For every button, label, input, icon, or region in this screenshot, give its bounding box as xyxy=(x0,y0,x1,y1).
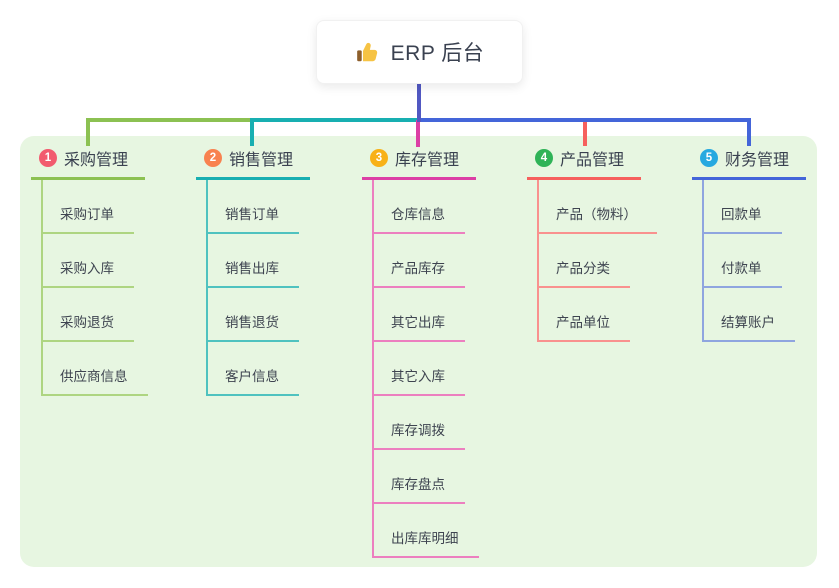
child-node[interactable]: 付款单 xyxy=(704,234,782,288)
child-node[interactable]: 销售订单 xyxy=(208,180,299,234)
connector-bus-right xyxy=(417,118,749,122)
child-node[interactable]: 供应商信息 xyxy=(43,342,148,396)
child-node[interactable]: 库存盘点 xyxy=(374,450,465,504)
branches-background-panel xyxy=(20,136,817,567)
branch-children-finance: 回款单 付款单 结算账户 xyxy=(702,180,795,342)
branch-inventory: 3 库存管理 仓库信息 产品库存 其它出库 其它入库 库存调拨 库存盘点 出库库… xyxy=(362,146,479,558)
child-node[interactable]: 其它出库 xyxy=(374,288,465,342)
child-node[interactable]: 采购订单 xyxy=(43,180,134,234)
branch-badge-2: 2 xyxy=(204,149,222,167)
branch-children-purchase: 采购订单 采购入库 采购退货 供应商信息 xyxy=(41,180,148,396)
connector-drop-sales xyxy=(250,118,254,146)
connector-bus-left xyxy=(86,118,254,122)
thumbs-up-icon xyxy=(356,42,377,62)
branch-title: 采购管理 xyxy=(64,152,129,169)
branch-badge-4: 4 xyxy=(535,149,553,167)
branch-finance: 5 财务管理 回款单 付款单 结算账户 xyxy=(692,146,806,342)
child-node[interactable]: 产品库存 xyxy=(374,234,465,288)
branch-node-inventory[interactable]: 3 库存管理 xyxy=(362,146,476,180)
child-node[interactable]: 产品单位 xyxy=(539,288,630,342)
branch-badge-1: 1 xyxy=(39,149,57,167)
branch-product: 4 产品管理 产品（物料） 产品分类 产品单位 xyxy=(527,146,657,342)
branch-children-sales: 销售订单 销售出库 销售退货 客户信息 xyxy=(206,180,299,396)
branch-node-sales[interactable]: 2 销售管理 xyxy=(196,146,310,180)
branch-badge-5: 5 xyxy=(700,149,718,167)
child-node[interactable]: 产品（物料） xyxy=(539,180,657,234)
branch-children-product: 产品（物料） 产品分类 产品单位 xyxy=(537,180,657,342)
branch-title: 库存管理 xyxy=(395,152,460,169)
child-node[interactable]: 客户信息 xyxy=(208,342,299,396)
child-node[interactable]: 其它入库 xyxy=(374,342,465,396)
connector-bus-mid xyxy=(250,118,419,122)
child-node[interactable]: 仓库信息 xyxy=(374,180,465,234)
branch-sales: 2 销售管理 销售订单 销售出库 销售退货 客户信息 xyxy=(196,146,310,396)
connector-drop-finance xyxy=(747,118,751,146)
root-node-title: ERP 后台 xyxy=(390,42,485,65)
child-node[interactable]: 采购入库 xyxy=(43,234,134,288)
branch-node-finance[interactable]: 5 财务管理 xyxy=(692,146,806,180)
branch-node-purchase[interactable]: 1 采购管理 xyxy=(31,146,145,180)
branch-title: 销售管理 xyxy=(229,152,294,169)
branch-children-inventory: 仓库信息 产品库存 其它出库 其它入库 库存调拨 库存盘点 出库库明细 xyxy=(372,180,479,558)
branch-badge-3: 3 xyxy=(370,149,388,167)
child-node[interactable]: 销售出库 xyxy=(208,234,299,288)
child-node[interactable]: 出库库明细 xyxy=(374,504,479,558)
branch-purchase: 1 采购管理 采购订单 采购入库 采购退货 供应商信息 xyxy=(31,146,148,396)
connector-drop-inventory xyxy=(416,120,420,147)
root-node-erp-backend[interactable]: ERP 后台 xyxy=(316,20,523,84)
child-node[interactable]: 销售退货 xyxy=(208,288,299,342)
child-node[interactable]: 采购退货 xyxy=(43,288,134,342)
child-node[interactable]: 产品分类 xyxy=(539,234,630,288)
child-node[interactable]: 库存调拨 xyxy=(374,396,465,450)
child-node[interactable]: 回款单 xyxy=(704,180,782,234)
connector-drop-purchase xyxy=(86,118,90,146)
branch-title: 产品管理 xyxy=(560,152,625,169)
connector-root-stem xyxy=(417,84,421,122)
branch-title: 财务管理 xyxy=(725,152,790,169)
branch-node-product[interactable]: 4 产品管理 xyxy=(527,146,641,180)
child-node[interactable]: 结算账户 xyxy=(704,288,795,342)
connector-drop-product xyxy=(583,118,587,146)
